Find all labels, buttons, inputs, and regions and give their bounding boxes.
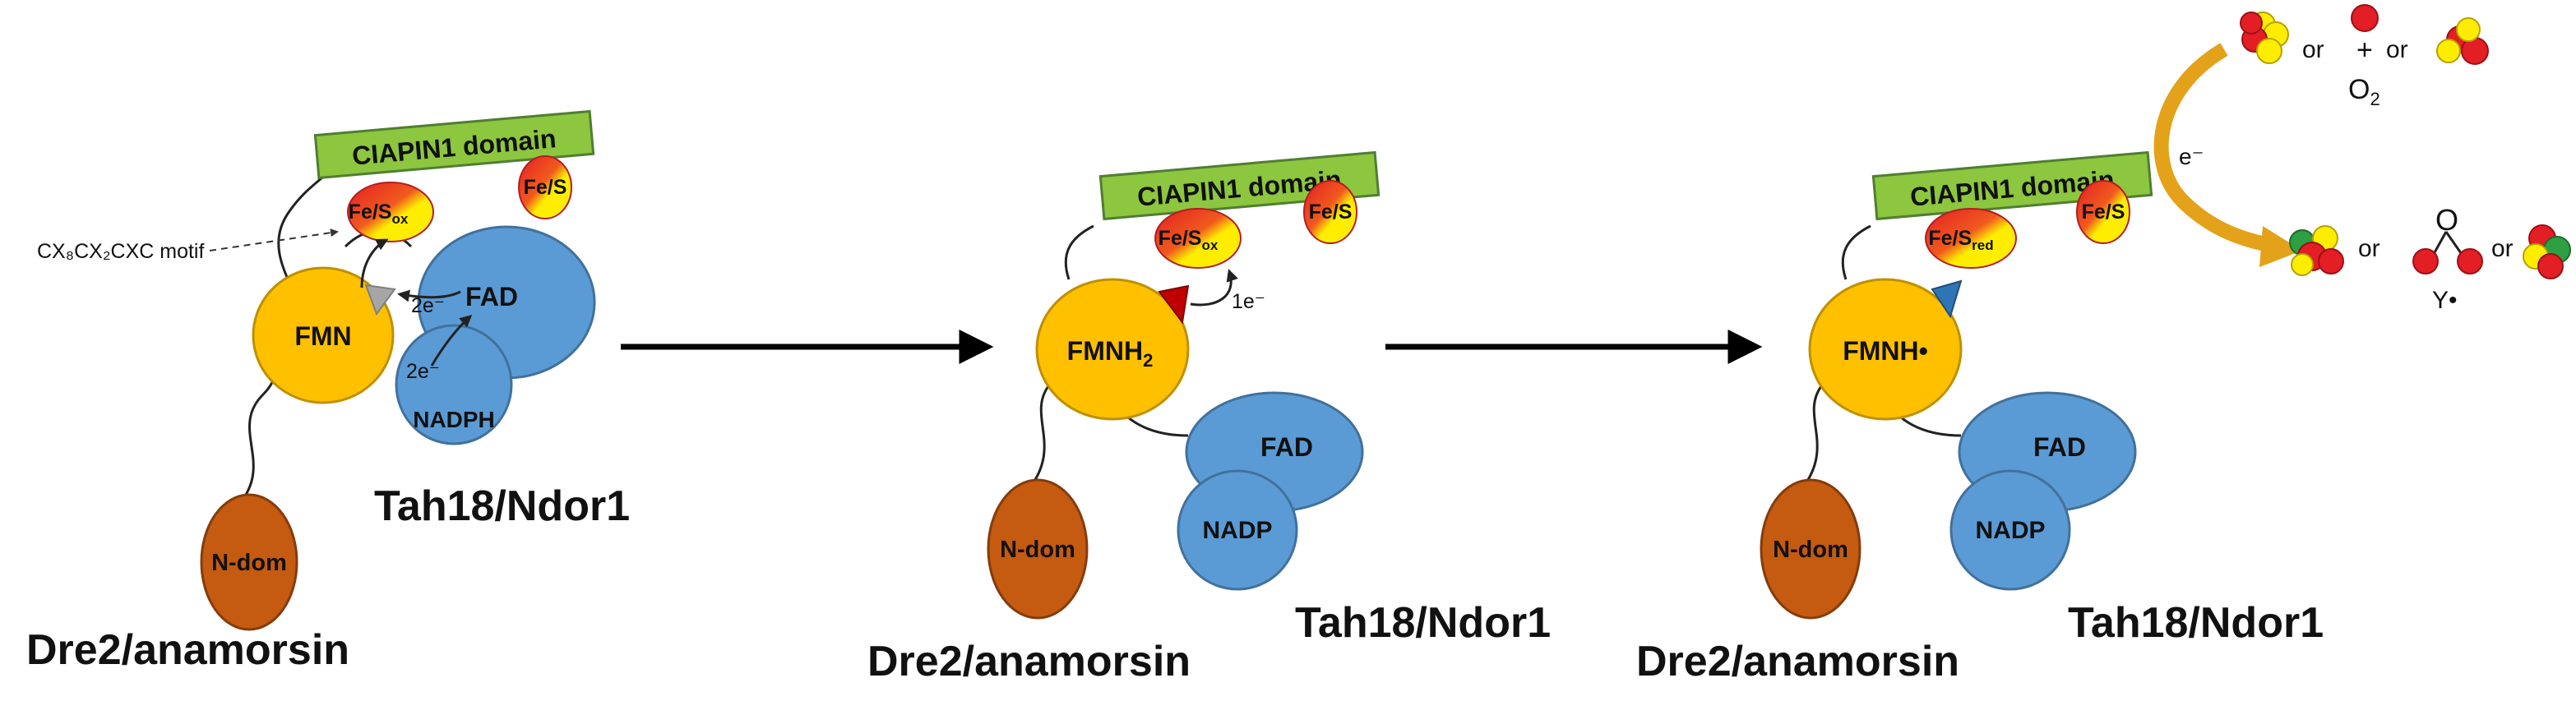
or-label-1: or bbox=[2302, 36, 2324, 63]
oxygen-atom bbox=[2351, 4, 2379, 32]
fad-label-3: FAD bbox=[2033, 432, 2086, 462]
dre2-label-3: Dre2/anamorsin bbox=[1636, 638, 1959, 685]
electron-arrow-fad-fmn bbox=[397, 289, 461, 302]
n-dom bbox=[200, 493, 298, 631]
cluster-4fe-oxidized bbox=[2240, 12, 2289, 64]
fmnh-radical-label: FMNH• bbox=[1843, 336, 1928, 366]
fes-label: Fe/S bbox=[524, 176, 567, 199]
n-dom-2 bbox=[987, 478, 1089, 620]
fes-ox-cluster-2 bbox=[1154, 208, 1242, 269]
dre2-label-2: Dre2/anamorsin bbox=[867, 638, 1191, 685]
acceptors-oxidized: or + or O2 bbox=[2240, 4, 2489, 109]
o2-label: O2 bbox=[2348, 74, 2380, 109]
panel-3: CIAPIN1 domain FAD NADP FMNH• N-dom Fe/S… bbox=[1636, 43, 2324, 685]
fes-ox-label: Fe/Sox bbox=[349, 201, 409, 227]
fes-cluster-3 bbox=[2076, 180, 2130, 244]
panel-1: CIAPIN1 domain FAD NADPH FMN N-dom Fe/So… bbox=[26, 109, 630, 674]
n-dom-label-3: N-dom bbox=[1773, 537, 1848, 563]
fmn-domain bbox=[252, 266, 395, 404]
tyrosyl-radical-cofactor: O Y• bbox=[2412, 203, 2483, 314]
linker-fmn-ciapin-3 bbox=[1841, 224, 1871, 280]
fes-ox-cluster bbox=[347, 182, 434, 242]
electron-transfer-curve bbox=[2153, 43, 2271, 252]
plus-label: + bbox=[2356, 35, 2373, 66]
dre2-label-1: Dre2/anamorsin bbox=[26, 626, 349, 674]
or-label-2: or bbox=[2386, 36, 2408, 63]
fmnh2-domain bbox=[1035, 278, 1190, 421]
fes-red-label: Fe/Sred bbox=[1928, 227, 1993, 253]
n-dom-label-2: N-dom bbox=[1000, 537, 1075, 563]
fmn-triangle-grey bbox=[364, 284, 396, 316]
o-bridge-label: O bbox=[2435, 203, 2458, 237]
tah18-label-3: Tah18/Ndor1 bbox=[2068, 599, 2324, 647]
linker-n-dom-fmn-2 bbox=[1030, 385, 1050, 486]
nadp-domain-2 bbox=[1177, 469, 1298, 591]
one-e-label: 1e⁻ bbox=[1232, 290, 1265, 313]
fad-label: FAD bbox=[465, 282, 518, 311]
fes-label-3: Fe/S bbox=[2082, 201, 2125, 224]
fmn-triangle-red bbox=[1158, 284, 1190, 325]
nadp-domain-3 bbox=[1949, 469, 2071, 591]
linker-fmn-ciapin-2 bbox=[1064, 224, 1094, 280]
fes-red-cluster bbox=[1925, 208, 2017, 269]
nadph-domain bbox=[395, 324, 513, 445]
or-label-4: or bbox=[2491, 235, 2514, 262]
motif-label: CX₈CX₂CXC motif bbox=[37, 240, 204, 263]
nadp-label-2: NADP bbox=[1202, 517, 1272, 544]
ciapin-domain-box-3 bbox=[1871, 150, 2153, 221]
cluster-2fe-reduced bbox=[2523, 224, 2571, 279]
n-dom-3 bbox=[1760, 478, 1861, 620]
fes-label-2: Fe/S bbox=[1309, 201, 1353, 224]
fad-label-2: FAD bbox=[1260, 432, 1313, 462]
e-minus-label: e⁻ bbox=[2179, 144, 2204, 169]
motif-pointer bbox=[209, 228, 339, 251]
cluster-4fe-reduced bbox=[2289, 225, 2344, 276]
ciapin-domain-box-2 bbox=[1098, 150, 1380, 221]
nadp-label-3: NADP bbox=[1975, 517, 2045, 544]
or-label-3: or bbox=[2358, 235, 2380, 262]
fes-ox-label-2: Fe/Sox bbox=[1159, 227, 1219, 253]
electron-arrow-nadph-fad bbox=[430, 315, 473, 367]
nadph-label: NADPH bbox=[413, 407, 495, 432]
tah18-label-1: Tah18/Ndor1 bbox=[374, 482, 630, 530]
two-e-label-lower: 2e⁻ bbox=[406, 360, 440, 383]
fmn-triangle-blue bbox=[1931, 279, 1963, 319]
electron-arrow-fmnh2-fes bbox=[1190, 269, 1238, 307]
n-dom-label: N-dom bbox=[211, 550, 287, 576]
linker-n-dom-fmn-3 bbox=[1803, 385, 1823, 486]
panel-2: CIAPIN1 domain FAD NADP FMNH2 N-dom Fe/S… bbox=[867, 150, 1551, 685]
electron-arrow-fmn-fes bbox=[360, 238, 389, 288]
fes-cluster-2 bbox=[1303, 180, 1357, 244]
fes-cluster bbox=[518, 155, 572, 219]
two-e-label-upper: 2e⁻ bbox=[411, 294, 445, 317]
acceptors-reduced: or O Y• or bbox=[2289, 203, 2571, 314]
tyr-radical-label: Y• bbox=[2432, 287, 2458, 314]
electron-transfer-arrowhead bbox=[2259, 226, 2302, 267]
ciapin-domain-box bbox=[313, 109, 595, 180]
tah18-label-2: Tah18/Ndor1 bbox=[1295, 599, 1551, 647]
fmnh2-label: FMNH2 bbox=[1067, 336, 1154, 371]
fmn-label: FMN bbox=[294, 321, 351, 351]
fmnh-radical-domain bbox=[1808, 278, 1963, 421]
cluster-2fe-oxidized bbox=[2436, 17, 2489, 65]
